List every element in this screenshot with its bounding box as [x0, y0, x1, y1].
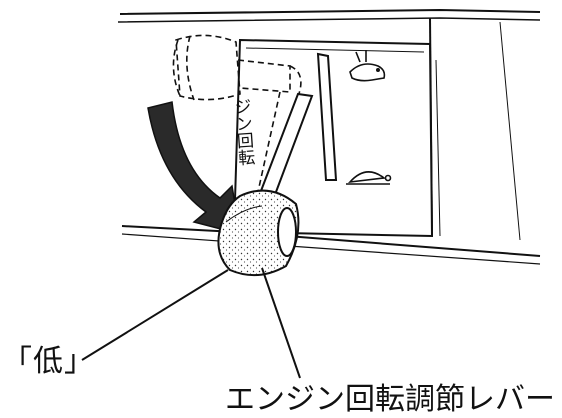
speed-slot	[316, 52, 338, 181]
housing-top-edge	[117, 8, 541, 23]
rabbit-icon	[349, 50, 386, 82]
housing-right-wall	[429, 17, 521, 241]
label-engine-speed-lever: エンジン回転調節レバー	[225, 382, 555, 417]
leader-lever	[261, 267, 301, 379]
leader-lines	[81, 267, 301, 379]
turtle-icon	[346, 171, 392, 185]
leader-low	[81, 269, 229, 361]
lever-knob-low	[217, 189, 300, 277]
label-low-position: 「低」	[2, 344, 95, 379]
